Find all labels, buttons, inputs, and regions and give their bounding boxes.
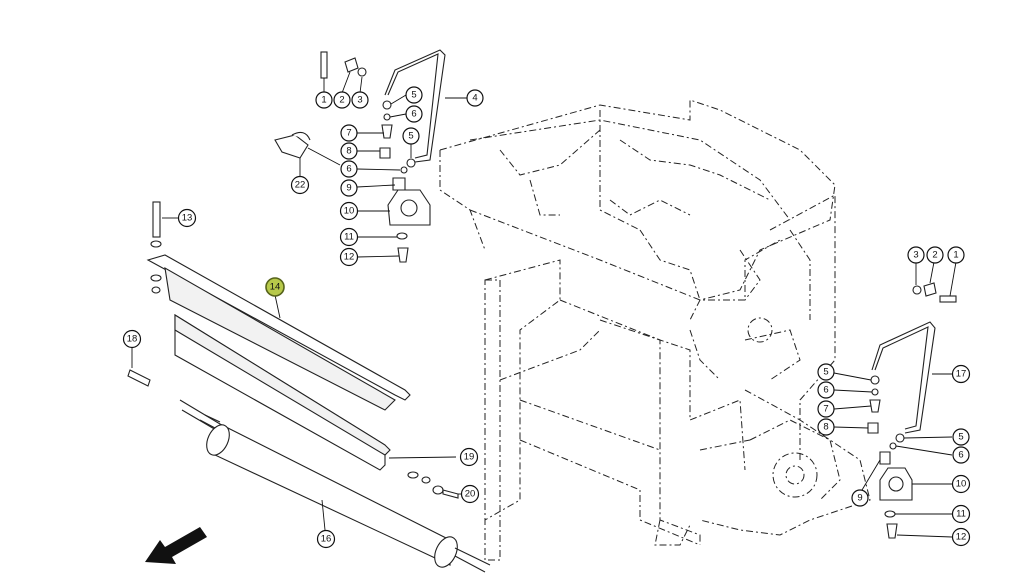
callout-9[interactable]: 9 [851, 489, 869, 507]
callout-2[interactable]: 2 [926, 246, 944, 264]
machine-frame [439, 99, 871, 561]
svg-text:9: 9 [346, 183, 351, 194]
leader-lines [131, 71, 957, 538]
part-13-bolt[interactable] [150, 201, 162, 294]
svg-text:5: 5 [958, 432, 963, 443]
callout-17[interactable]: 17 [951, 364, 971, 384]
svg-text:6: 6 [346, 164, 351, 175]
callout-4[interactable]: 4 [466, 89, 484, 107]
callout-3[interactable]: 3 [351, 91, 369, 109]
callout-18[interactable]: 18 [122, 329, 142, 349]
callout-12[interactable]: 12 [339, 247, 359, 267]
part-14-plate[interactable] [146, 254, 411, 411]
svg-text:1: 1 [321, 95, 326, 106]
callout-1[interactable]: 1 [315, 91, 333, 109]
callout-6[interactable]: 6 [817, 381, 835, 399]
svg-text:9: 9 [857, 493, 862, 504]
callout-13[interactable]: 13 [177, 208, 197, 228]
svg-text:17: 17 [956, 369, 967, 380]
callout-3[interactable]: 3 [907, 246, 925, 264]
callout-5[interactable]: 5 [405, 86, 423, 104]
callout-8[interactable]: 8 [817, 418, 835, 436]
callout-6[interactable]: 6 [340, 160, 358, 178]
lube-assembly-left[interactable] [320, 49, 446, 263]
svg-text:8: 8 [346, 146, 351, 157]
callout-5[interactable]: 5 [952, 428, 970, 446]
callouts: 1 2 3 4 5 6 7 5 8 6 9 10 11 12 22 13 14 … [122, 86, 971, 549]
svg-text:7: 7 [823, 404, 828, 415]
callout-5[interactable]: 5 [402, 127, 420, 145]
svg-text:8: 8 [823, 422, 828, 433]
part-18-bolt[interactable] [127, 369, 151, 387]
svg-text:22: 22 [295, 180, 306, 191]
callout-2[interactable]: 2 [333, 91, 351, 109]
callout-5[interactable]: 5 [817, 363, 835, 381]
callout-10[interactable]: 10 [339, 201, 359, 221]
deflector-plate[interactable] [174, 314, 391, 471]
svg-text:3: 3 [913, 250, 918, 261]
callout-10[interactable]: 10 [951, 474, 971, 494]
callout-16[interactable]: 16 [316, 529, 336, 549]
part-22-clip[interactable] [274, 131, 311, 159]
svg-text:16: 16 [321, 534, 332, 545]
svg-text:3: 3 [357, 95, 362, 106]
svg-text:10: 10 [956, 479, 967, 490]
svg-text:12: 12 [344, 252, 355, 263]
callout-1[interactable]: 1 [947, 246, 965, 264]
callout-9[interactable]: 9 [340, 179, 358, 197]
svg-text:18: 18 [127, 334, 138, 345]
callout-7[interactable]: 7 [817, 400, 835, 418]
svg-text:10: 10 [344, 206, 355, 217]
svg-text:5: 5 [823, 367, 828, 378]
callout-22[interactable]: 22 [290, 175, 310, 195]
svg-text:14: 14 [270, 282, 281, 293]
callout-14-highlighted[interactable]: 14 [265, 277, 285, 297]
lube-assembly-right[interactable] [867, 282, 957, 539]
svg-text:1: 1 [953, 250, 958, 261]
part-16-roller[interactable] [179, 399, 491, 573]
svg-text:5: 5 [411, 90, 416, 101]
svg-text:6: 6 [823, 385, 828, 396]
direction-arrow-icon [145, 527, 207, 564]
svg-text:4: 4 [472, 93, 477, 104]
svg-text:5: 5 [408, 131, 413, 142]
svg-text:13: 13 [182, 213, 193, 224]
callout-11[interactable]: 11 [951, 504, 971, 524]
svg-text:12: 12 [956, 532, 967, 543]
svg-text:2: 2 [339, 95, 344, 106]
callout-6[interactable]: 6 [952, 446, 970, 464]
svg-text:19: 19 [464, 452, 475, 463]
svg-text:11: 11 [344, 232, 354, 243]
callout-11[interactable]: 11 [339, 227, 359, 247]
callout-20[interactable]: 20 [460, 484, 480, 504]
svg-text:7: 7 [346, 128, 351, 139]
svg-text:6: 6 [958, 450, 963, 461]
part-20-bolt[interactable] [407, 471, 459, 499]
callout-12[interactable]: 12 [951, 527, 971, 547]
svg-text:20: 20 [465, 489, 476, 500]
svg-text:6: 6 [411, 109, 416, 120]
callout-19[interactable]: 19 [459, 447, 479, 467]
svg-text:11: 11 [956, 509, 966, 520]
callout-8[interactable]: 8 [340, 142, 358, 160]
callout-7[interactable]: 7 [340, 124, 358, 142]
svg-text:2: 2 [932, 250, 937, 261]
callout-6[interactable]: 6 [405, 105, 423, 123]
